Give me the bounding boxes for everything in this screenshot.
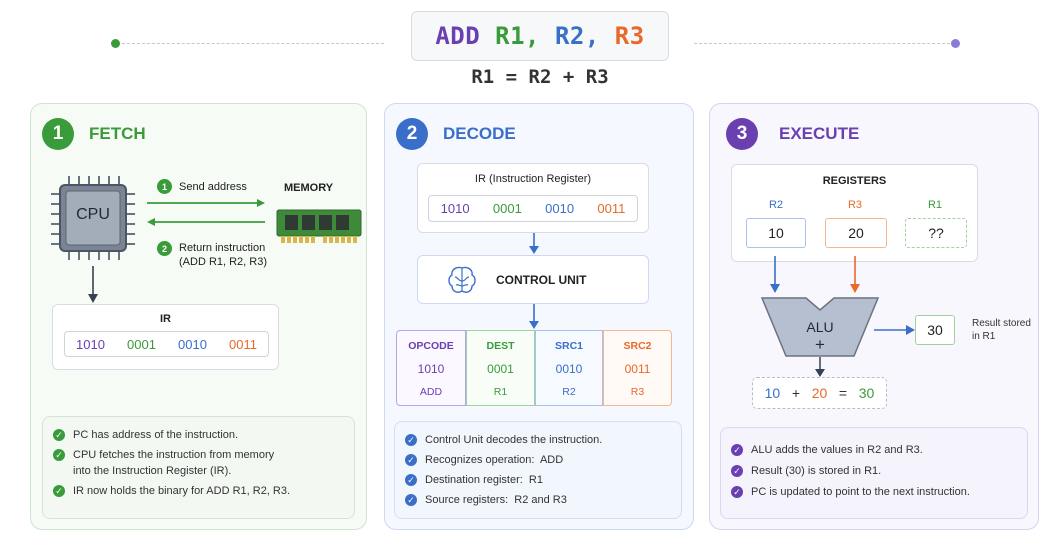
left-dashed-line bbox=[122, 43, 384, 44]
result-box: 30 bbox=[915, 315, 955, 345]
execute-notes: ✓ALU adds the values in R2 and R3. ✓Resu… bbox=[720, 427, 1028, 519]
alu-to-equation-arrow bbox=[815, 357, 825, 377]
reg-r3-value: 20 bbox=[825, 218, 887, 248]
execute-note: ✓PC is updated to point to the next inst… bbox=[731, 484, 1017, 500]
result-note: Result stored in R1 bbox=[972, 318, 1031, 342]
alu-label: ALU bbox=[806, 319, 834, 335]
execute-title: EXECUTE bbox=[779, 124, 860, 143]
decode-note: ✓Source registers: R2 and R3 bbox=[405, 492, 671, 508]
fetch-step1-badge: 1 bbox=[157, 179, 172, 194]
left-dot bbox=[111, 38, 120, 48]
check-icon: ✓ bbox=[405, 454, 417, 466]
check-icon: ✓ bbox=[53, 449, 65, 461]
check-icon: ✓ bbox=[731, 465, 743, 477]
check-icon: ✓ bbox=[731, 444, 743, 456]
decode-notes: ✓Control Unit decodes the instruction. ✓… bbox=[394, 421, 682, 519]
decode-step-number: 2 bbox=[396, 118, 428, 150]
instruction-opcode: ADD bbox=[435, 22, 481, 50]
instruction-r3: R3 bbox=[614, 22, 645, 50]
fetch-notes: ✓PC has address of the instruction. ✓CPU… bbox=[42, 416, 355, 519]
ir-to-cu-arrow bbox=[529, 233, 539, 254]
execute-note: ✓Result (30) is stored in R1. bbox=[731, 463, 1017, 479]
field-opcode: OPCODE 1010 ADD bbox=[396, 330, 466, 406]
memory-label: MEMORY bbox=[284, 182, 334, 194]
execute-step-number: 3 bbox=[726, 118, 758, 150]
instruction-box: ADD R1, R2, R3 bbox=[411, 11, 669, 61]
fetch-note: ✓IR now holds the binary for ADD R1, R2,… bbox=[53, 483, 344, 499]
brain-icon bbox=[448, 266, 476, 293]
registers-card: REGISTERS R2 10 R3 20 R1 ?? bbox=[731, 164, 978, 262]
fetch-ir-label: IR bbox=[160, 313, 171, 325]
registers-label: REGISTERS bbox=[822, 175, 887, 187]
fetch-step2-text: Return instruction (ADD R1, R2, R3) bbox=[179, 241, 267, 269]
field-dest: DEST 0001 R1 bbox=[466, 330, 535, 406]
check-icon: ✓ bbox=[731, 486, 743, 498]
decode-ir-bit-src1: 0010 bbox=[545, 201, 575, 216]
decode-fields: OPCODE 1010 ADD DEST 0001 R1 SRC1 0010 R… bbox=[396, 330, 672, 406]
decode-ir-card: IR (Instruction Register) 1010 0001 0010… bbox=[417, 163, 649, 233]
field-src1: SRC1 0010 R2 bbox=[535, 330, 603, 406]
decode-note: ✓Destination register: R1 bbox=[405, 472, 671, 488]
fetch-note: ✓PC has address of the instruction. bbox=[53, 427, 344, 443]
alu-shape bbox=[760, 297, 880, 357]
decode-ir-bit-src2: 0011 bbox=[597, 201, 626, 216]
decode-ir-bit-dest: 0001 bbox=[492, 201, 522, 216]
fetch-ir-bit-dest: 0001 bbox=[127, 336, 156, 352]
decode-ir-bits: 1010 0001 0010 0011 bbox=[428, 195, 638, 222]
reg-r2-name: R2 bbox=[768, 199, 784, 211]
fetch-panel: 1 FETCH CPU 1 Send address 2 Return inst… bbox=[30, 103, 367, 530]
decode-ir-bit-opcode: 1010 bbox=[440, 201, 470, 216]
cpu-chip-icon bbox=[49, 174, 137, 262]
fetch-step1-text: Send address bbox=[179, 181, 247, 193]
reg-r3-name: R3 bbox=[847, 199, 863, 211]
reg-r1-name: R1 bbox=[927, 199, 943, 211]
regs-to-alu-arrows bbox=[770, 256, 860, 293]
fetch-note: ✓CPU fetches the instruction from memory… bbox=[53, 447, 344, 479]
decode-note: ✓Control Unit decodes the instruction. bbox=[405, 432, 671, 448]
control-unit-label: CONTROL UNIT bbox=[496, 273, 587, 287]
formula: R1 = R2 + R3 bbox=[471, 66, 609, 88]
check-icon: ✓ bbox=[405, 494, 417, 506]
cpu-label: CPU bbox=[76, 206, 110, 223]
cu-to-fields-arrow bbox=[529, 304, 539, 329]
fetch-ir-bits: 1010 0001 0010 0011 bbox=[64, 331, 269, 357]
fetch-arrows bbox=[147, 199, 265, 226]
cpu-to-ir-arrow bbox=[88, 266, 98, 303]
alu-to-result-arrow bbox=[874, 325, 915, 335]
check-icon: ✓ bbox=[53, 485, 65, 497]
alu-operator: + bbox=[815, 335, 825, 354]
reg-r1-value: ?? bbox=[905, 218, 967, 248]
fetch-ir-bit-src1: 0010 bbox=[178, 336, 207, 352]
fetch-step-number: 1 bbox=[42, 118, 74, 150]
decode-panel: 2 DECODE IR (Instruction Register) 1010 … bbox=[384, 103, 694, 530]
check-icon: ✓ bbox=[53, 429, 65, 441]
decode-note: ✓Recognizes operation: ADD bbox=[405, 452, 671, 468]
equation-box: 10 + 20 = 30 bbox=[752, 377, 887, 409]
instruction-r2: R2, bbox=[554, 22, 600, 50]
control-unit-card: CONTROL UNIT bbox=[417, 255, 649, 304]
fetch-title: FETCH bbox=[89, 124, 146, 143]
fetch-step2-line2: (ADD R1, R2, R3) bbox=[179, 256, 268, 268]
memory-stick-icon bbox=[275, 206, 363, 251]
reg-r2-value: 10 bbox=[746, 218, 806, 248]
decode-ir-label: IR (Instruction Register) bbox=[474, 173, 592, 185]
check-icon: ✓ bbox=[405, 474, 417, 486]
fetch-ir-bit-src2: 0011 bbox=[228, 336, 257, 352]
execute-panel: 3 EXECUTE REGISTERS R2 10 R3 20 R1 ?? AL… bbox=[709, 103, 1039, 530]
execute-note: ✓ALU adds the values in R2 and R3. bbox=[731, 442, 1017, 458]
fetch-ir-card: IR 1010 0001 0010 0011 bbox=[52, 304, 279, 370]
fetch-step2-line1: Return instruction bbox=[179, 242, 266, 254]
right-dot bbox=[951, 38, 960, 48]
check-icon: ✓ bbox=[405, 434, 417, 446]
fetch-step2-badge: 2 bbox=[157, 241, 172, 256]
instruction-r1: R1, bbox=[495, 22, 540, 50]
right-dashed-line bbox=[694, 43, 950, 44]
fetch-ir-bit-opcode: 1010 bbox=[76, 336, 105, 352]
field-src2: SRC2 0011 R3 bbox=[603, 330, 672, 406]
decode-title: DECODE bbox=[443, 124, 516, 143]
